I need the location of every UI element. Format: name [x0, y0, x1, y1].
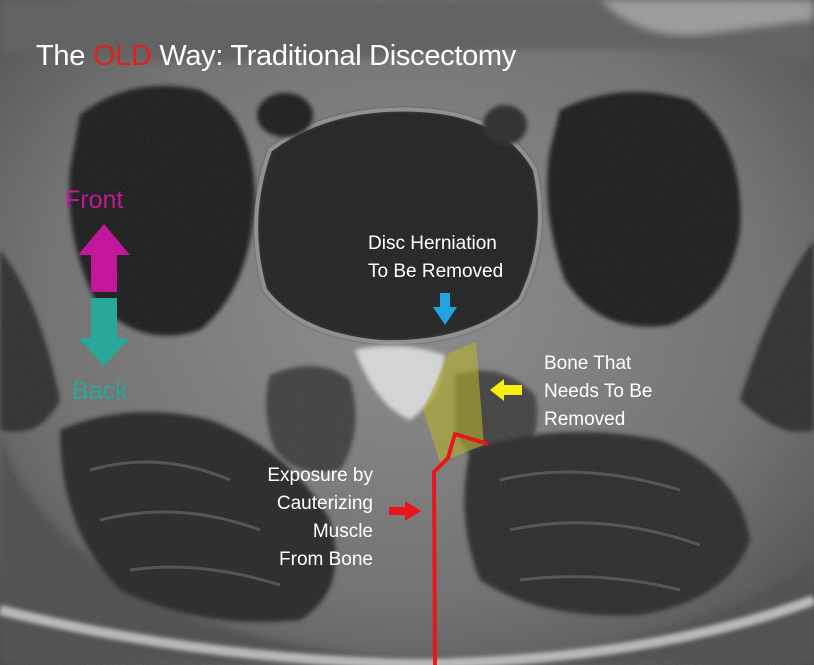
front-label: Front	[65, 186, 124, 214]
incision-line	[432, 432, 489, 665]
bone-removed-label: Bone That Needs To Be Removed	[544, 353, 653, 430]
disc-herniation-label: Disc Herniation To Be Removed	[368, 233, 504, 282]
front-arrow-icon	[78, 224, 130, 292]
incision-arrow-icon	[389, 501, 421, 521]
disc-arrow-icon	[433, 293, 457, 325]
title-prefix: The	[36, 40, 93, 72]
back-label: Back	[72, 377, 128, 405]
bone-region-highlight	[423, 342, 484, 462]
back-arrow-icon	[78, 298, 130, 366]
slide-title: The OLD Way: Traditional Discectomy	[36, 40, 516, 73]
bone-arrow-icon	[490, 379, 522, 401]
title-suffix: Way: Traditional Discectomy	[151, 40, 516, 72]
exposure-label: Exposure by Cauterizing Muscle From Bone	[267, 465, 373, 570]
title-highlight: OLD	[92, 40, 152, 72]
